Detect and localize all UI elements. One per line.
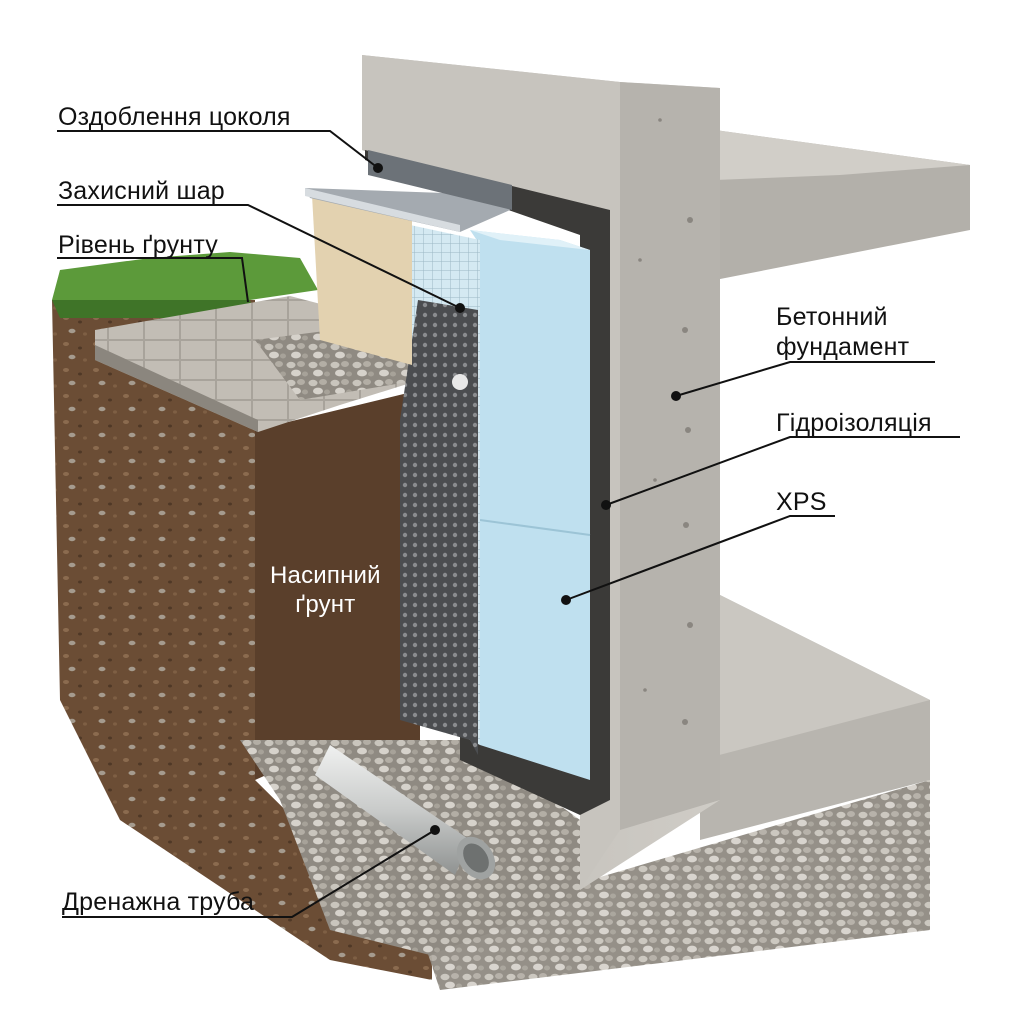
xps-insulation-boards <box>470 230 591 780</box>
dimpled-protective-membrane <box>400 300 478 755</box>
label-concrete-foundation-line2: фундамент <box>776 333 910 361</box>
label-protective-layer: Захисний шар <box>58 177 225 205</box>
label-backfill-line2: ґрунт <box>295 591 356 618</box>
leader-dot-facade-finish <box>373 163 383 173</box>
concrete-floor-slab <box>690 580 930 840</box>
label-concrete-foundation-line1: Бетонний <box>776 303 888 331</box>
leader-dot-protective-layer <box>455 303 465 313</box>
label-facade-finish: Оздоблення цоколя <box>58 103 291 131</box>
label-ground-level: Рівень ґрунту <box>58 231 218 259</box>
leader-line-xps <box>565 515 835 601</box>
leader-dot-concrete-foundation <box>671 391 681 401</box>
leader-dot-waterproofing <box>601 500 611 510</box>
drain-pipe <box>315 745 496 880</box>
leader-line-protective-layer <box>57 204 461 309</box>
plinth-plaster-finish <box>312 195 412 365</box>
label-concrete-foundation: Бетонний фундамент <box>776 302 909 362</box>
label-xps: XPS <box>776 488 827 516</box>
label-waterproofing: Гідроізоляція <box>776 409 932 437</box>
leader-lines <box>57 130 960 918</box>
leader-dot-drain-pipe <box>430 825 440 835</box>
leader-dot-xps <box>561 595 571 605</box>
soil-block <box>52 300 930 990</box>
leader-line-concrete-foundation <box>675 361 935 397</box>
label-drain-pipe: Дренажна труба <box>62 888 255 916</box>
label-backfill-line1: Насипний <box>270 562 381 589</box>
leader-line-drain-pipe <box>62 829 436 918</box>
label-backfill-soil: Насипний ґрунт <box>270 561 381 619</box>
leader-line-waterproofing <box>605 436 960 506</box>
metal-flashing <box>305 150 512 232</box>
concrete-upper-ledge <box>715 130 970 280</box>
leader-line-facade-finish <box>57 130 379 169</box>
leader-line-ground-level <box>57 257 249 303</box>
